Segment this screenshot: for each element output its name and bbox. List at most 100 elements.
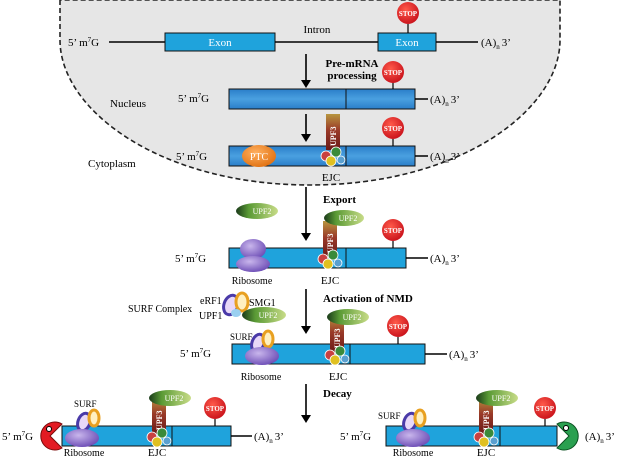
ptc-label: PTC xyxy=(250,152,269,163)
ejc-core-icon xyxy=(325,155,337,167)
ejc-label: EJC xyxy=(329,371,347,383)
upf2-free: UPF2 xyxy=(236,203,278,219)
surf-label: SURF xyxy=(230,332,253,342)
ejc-core-icon xyxy=(327,249,339,261)
step-activation: Activation of NMD xyxy=(323,293,413,305)
arrow-to-ejc xyxy=(301,114,311,142)
ribosome-small-subunit-icon xyxy=(240,239,266,259)
exonuclease-eye xyxy=(563,425,569,431)
upf3-icon xyxy=(323,221,337,257)
stop-label: STOP xyxy=(384,69,403,77)
ejc-core-icon xyxy=(330,146,342,158)
cap-label: 5’ m7G xyxy=(175,252,206,265)
stop-icon xyxy=(382,219,404,241)
stop-label: STOP xyxy=(389,323,408,331)
ejc-core-icon xyxy=(156,427,168,439)
ejc-core-icon xyxy=(322,258,334,270)
exonuclease-3prime-icon xyxy=(556,421,579,451)
upf3-icon xyxy=(330,315,344,353)
stop-icon xyxy=(534,397,556,419)
smg1-label: SMG1 xyxy=(249,298,276,309)
ribosome-icon xyxy=(236,256,270,272)
step-decay: Decay xyxy=(323,388,352,400)
upf3-label: UPF3 xyxy=(326,233,335,253)
arrow-export xyxy=(301,187,311,241)
surf-label: SURF xyxy=(74,399,97,409)
upf2-icon xyxy=(149,390,191,406)
arrow-decay xyxy=(301,384,311,423)
ejc-core-icon xyxy=(483,427,495,439)
erf1-icon xyxy=(261,329,275,349)
step-export: Export xyxy=(323,194,356,206)
ejc-label: EJC xyxy=(477,447,495,459)
stop-label: STOP xyxy=(384,227,403,235)
erf1-icon xyxy=(413,408,427,428)
ribosome-icon xyxy=(65,429,99,447)
step-processing-line1: Pre-mRNA xyxy=(326,58,379,70)
upf2-icon xyxy=(236,203,278,219)
cap-label: 5’ m7G xyxy=(340,430,371,443)
stop-icon xyxy=(204,397,226,419)
stop-icon xyxy=(382,61,404,83)
ejc-core-icon xyxy=(478,436,490,448)
ribosome-label: Ribosome xyxy=(64,448,105,459)
stop-label: STOP xyxy=(536,405,555,413)
upf3-label: UPF3 xyxy=(329,126,338,146)
smg1-icon xyxy=(231,309,241,317)
erf1-label: eRF1 xyxy=(200,296,222,307)
nucleus-label: Nucleus xyxy=(110,98,146,110)
stop-label: STOP xyxy=(384,125,403,133)
exon-2-label: Exon xyxy=(395,37,419,49)
mrna-body xyxy=(228,88,416,110)
upf1-label: UPF1 xyxy=(199,311,222,322)
upf3-icon xyxy=(152,397,166,434)
upf3-label: UPF3 xyxy=(482,410,491,430)
upf2-label: UPF2 xyxy=(253,207,272,216)
ejc-label: EJC xyxy=(148,447,166,459)
upf2-icon xyxy=(327,309,369,325)
stop-label: STOP xyxy=(399,10,418,18)
erf1-icon xyxy=(234,291,250,313)
surf-label: SURF xyxy=(378,411,401,421)
upf3-icon xyxy=(326,114,340,150)
ejc-core-icon xyxy=(334,345,346,357)
erf1-icon xyxy=(87,408,101,428)
ejc-core-icon xyxy=(340,354,350,364)
upf2-label: UPF2 xyxy=(259,311,278,320)
upf3-icon xyxy=(479,397,493,434)
ribosome-icon xyxy=(245,347,279,365)
ejc-core-icon xyxy=(329,354,341,366)
upf2-label: UPF2 xyxy=(492,394,511,403)
exonuclease-eye xyxy=(46,426,52,432)
surf-complex: SURF Complex eRF1 UPF1 SMG1 UPF2 xyxy=(128,291,286,323)
ribosome-icon xyxy=(396,429,430,447)
stop-icon xyxy=(397,2,419,24)
ptc-icon xyxy=(242,145,276,167)
cytoplasm-label: Cytoplasm xyxy=(88,158,136,170)
intron-label: Intron xyxy=(304,24,331,36)
cap-label: 5’ m7G xyxy=(176,150,207,163)
arrow-activation xyxy=(301,289,311,334)
stop-icon xyxy=(382,117,404,139)
ejc-core-icon xyxy=(151,436,163,448)
arrow-processing xyxy=(301,54,311,88)
upf3-label: UPF3 xyxy=(155,410,164,430)
upf2-icon xyxy=(324,210,364,226)
stop-label: STOP xyxy=(206,405,225,413)
ejc-core-icon xyxy=(162,436,172,446)
ejc-core-icon xyxy=(333,258,343,268)
upf3-label: UPF3 xyxy=(333,328,342,348)
